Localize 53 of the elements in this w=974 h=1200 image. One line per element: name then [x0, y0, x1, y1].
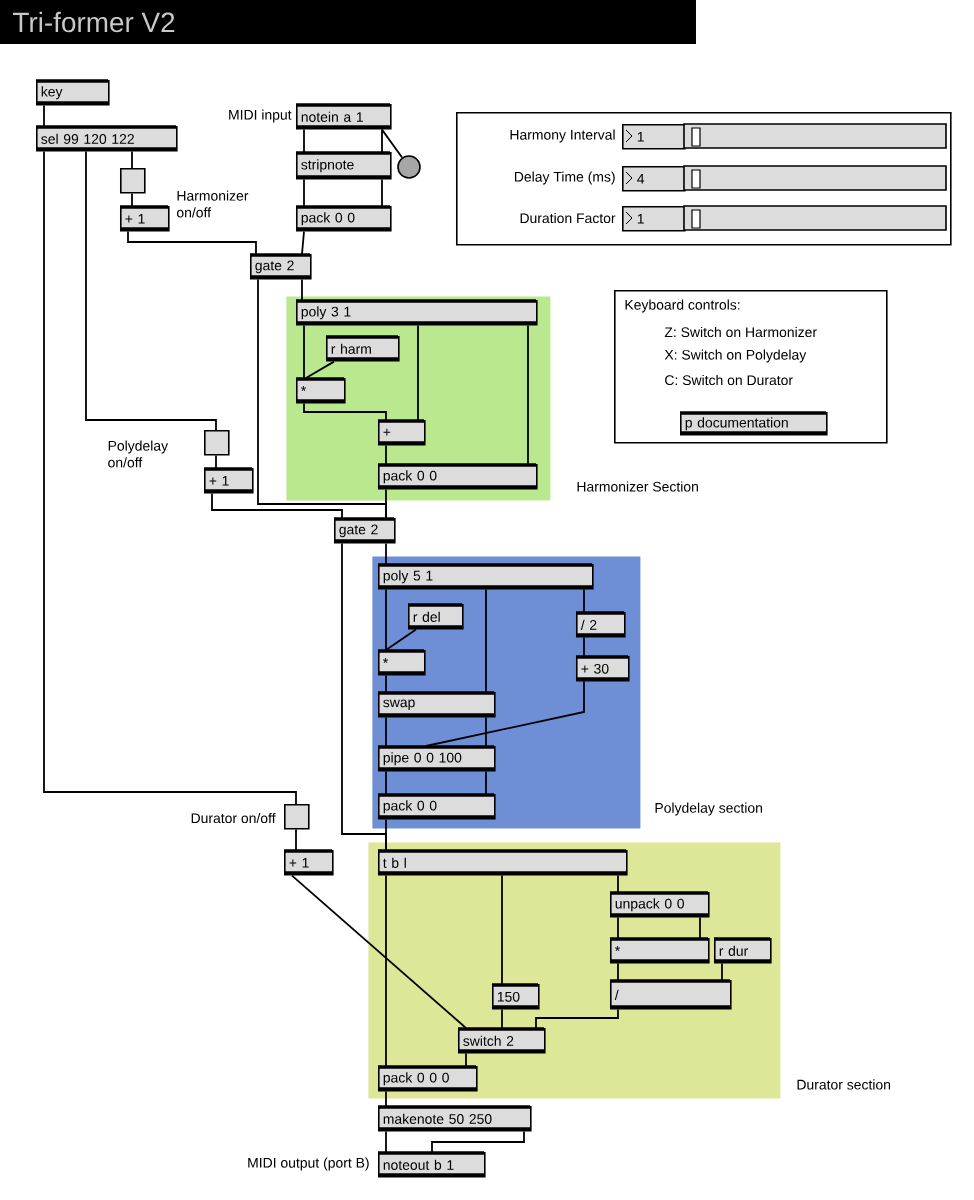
- patch-cord: [305, 360, 335, 379]
- patch-cord: [131, 192, 133, 207]
- patch-cord: [303, 402, 387, 421]
- patch-cord: [425, 680, 585, 747]
- patch-cord: [43, 104, 45, 127]
- patch-cord: [215, 454, 217, 469]
- patch-cord: [485, 588, 487, 693]
- patch-cord: [617, 916, 619, 939]
- patch-cord: [301, 230, 305, 255]
- patch-cord: [381, 128, 383, 153]
- patch-cord: [385, 818, 387, 851]
- patch-cord: [291, 874, 467, 1029]
- patch-cord: [501, 1008, 503, 1029]
- patch-cord: [385, 1090, 387, 1107]
- patch-cord: [501, 874, 503, 985]
- patch-cord: [303, 128, 305, 153]
- patch-cord: [583, 588, 585, 613]
- patch-cord: [385, 542, 387, 565]
- patch-cord: [385, 444, 387, 465]
- patch-cord: [381, 128, 403, 159]
- patch-cord: [417, 324, 419, 421]
- patch-cord: [535, 1008, 619, 1029]
- patch-cord: [295, 828, 297, 851]
- patch-cord: [131, 150, 133, 169]
- patch-cord: [699, 916, 701, 939]
- patch-cord: [721, 962, 723, 981]
- patch-cord: [385, 770, 387, 795]
- patch-cord: [385, 674, 387, 693]
- title-bar: Tri-former V2: [0, 0, 696, 44]
- patch-cord: [617, 874, 619, 893]
- bang-button: [397, 155, 421, 179]
- patch-cord: [527, 324, 529, 465]
- patch-cord: [431, 1130, 525, 1153]
- patch-cord: [465, 1052, 467, 1067]
- patch-cord: [303, 178, 305, 207]
- patch-cord: [583, 636, 585, 657]
- patch-cord: [617, 962, 619, 981]
- patch-cord: [385, 716, 387, 747]
- patch-cord: [485, 770, 487, 795]
- patch-cord: [385, 588, 387, 651]
- patch-cord: [43, 150, 297, 805]
- patch-cord: [385, 874, 387, 1067]
- patch-cord: [85, 150, 217, 431]
- patch-cord: [385, 1130, 387, 1153]
- patch-cord: [303, 324, 305, 379]
- toggle-box: [120, 168, 146, 194]
- patch-cord: [381, 178, 383, 207]
- patch-cord: [301, 278, 303, 301]
- patch-cord: [385, 628, 417, 651]
- patch-cord: [385, 488, 387, 519]
- patch-cord: [211, 492, 343, 519]
- patch-cord: [127, 230, 257, 255]
- patch-cord: [485, 716, 487, 747]
